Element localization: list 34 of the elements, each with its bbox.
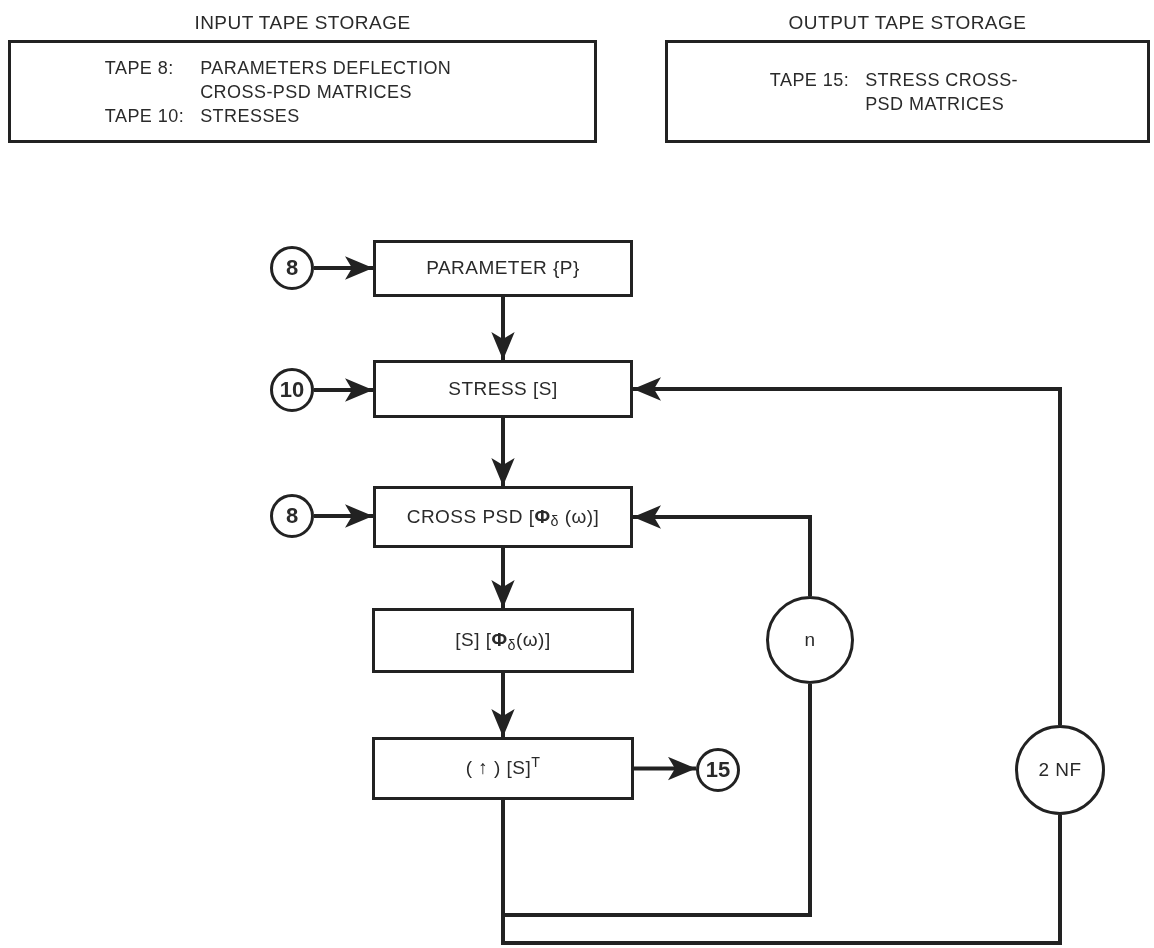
process-box	[373, 360, 633, 418]
tape-number: 15	[705, 759, 731, 781]
arrow	[633, 377, 1062, 725]
tape-label: TAPE 15:	[769, 68, 850, 92]
tape-contents: PARAMETERS DEFLECTION CROSS-PSD MATRICES	[200, 56, 453, 104]
node-label: 2 NF	[1038, 757, 1082, 782]
process-box	[373, 240, 633, 297]
node-label: [S] [Φ$_{δ}$(ω)]	[455, 628, 551, 655]
node-label: PARAMETER {P}	[426, 256, 580, 281]
process-box	[372, 737, 634, 800]
tape-contents: STRESS CROSS-PSD MATRICES	[865, 68, 1020, 116]
arrow	[314, 256, 373, 280]
tape-number: 8	[285, 505, 299, 527]
node-label: STRESS [S]	[448, 376, 558, 401]
arrow	[314, 378, 373, 402]
node-label: CROSS PSD [Φ$_{δ}$ (ω)]	[406, 504, 600, 532]
node-label: ( ↑ ) [S]$^{T}$	[465, 754, 541, 781]
storage-heading: INPUT TAPE STORAGE	[193, 11, 412, 35]
arrow	[314, 504, 373, 528]
arrow	[491, 548, 515, 608]
arrow	[634, 756, 696, 781]
process-box	[373, 486, 633, 548]
arrow	[491, 297, 515, 360]
storage-heading: OUTPUT TAPE STORAGE	[787, 11, 1028, 35]
arrow	[633, 505, 812, 596]
node-label: n	[804, 627, 816, 652]
tape-label: TAPE 8:	[104, 56, 175, 80]
tape-label: TAPE 10:	[104, 104, 185, 128]
tape-number: 10	[279, 379, 305, 401]
process-box	[372, 608, 634, 673]
tape-number: 8	[285, 257, 299, 279]
tape-contents: STRESSES	[200, 104, 301, 128]
arrow	[491, 418, 515, 486]
arrow	[491, 673, 515, 737]
